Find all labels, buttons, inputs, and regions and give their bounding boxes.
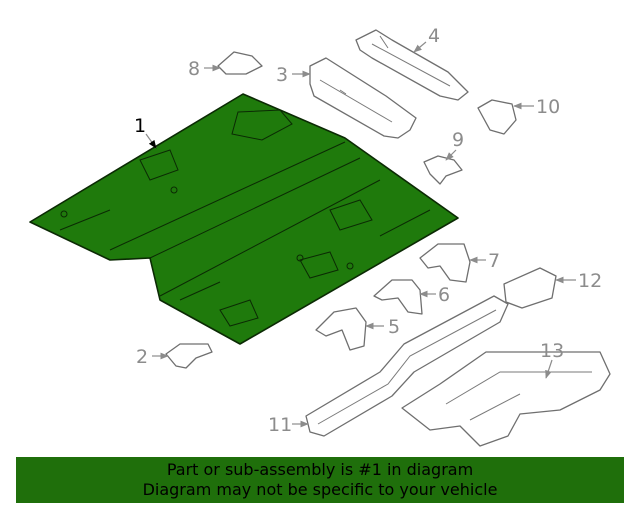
callout-5: 5	[365, 316, 400, 338]
brace-part-5[interactable]	[315, 307, 367, 351]
svg-text:9: 9	[452, 129, 464, 151]
member-part-3[interactable]	[309, 57, 417, 139]
svg-text:10: 10	[536, 96, 560, 118]
svg-text:13: 13	[540, 340, 564, 362]
brace-part-7[interactable]	[419, 243, 471, 283]
svg-text:5: 5	[388, 316, 400, 338]
svg-text:11: 11	[268, 414, 292, 436]
svg-text:1: 1	[134, 115, 146, 137]
banner-line-2: Diagram may not be specific to your vehi…	[142, 480, 498, 499]
callout-12: 12	[555, 270, 602, 292]
svg-text:3: 3	[276, 64, 288, 86]
info-banner: Part or sub-assembly is #1 in diagram Di…	[16, 457, 624, 503]
svg-text:7: 7	[488, 250, 500, 272]
callout-4: 4	[413, 25, 440, 53]
bracket-part-2[interactable]	[165, 343, 213, 369]
bracket-part-8[interactable]	[217, 51, 263, 75]
svg-text:2: 2	[136, 346, 148, 368]
callout-11: 11	[268, 414, 309, 436]
callout-1: 1	[134, 115, 157, 149]
callout-7: 7	[469, 250, 500, 272]
svg-text:12: 12	[578, 270, 602, 292]
banner-line-1: Part or sub-assembly is #1 in diagram	[166, 460, 474, 479]
rear-frame-part-13[interactable]	[401, 351, 611, 447]
callout-8: 8	[188, 58, 221, 80]
callout-6: 6	[419, 284, 450, 306]
callout-3: 3	[276, 64, 311, 86]
svg-text:8: 8	[188, 58, 200, 80]
callout-2: 2	[136, 346, 169, 368]
bracket-part-12[interactable]	[503, 267, 557, 309]
callout-9: 9	[445, 129, 464, 161]
brace-part-6[interactable]	[373, 279, 423, 315]
rail-part-4[interactable]	[355, 29, 469, 101]
parts-diagram: 1 2 3 4 5 6 7 8 9 10 11 12	[29, 25, 611, 447]
bracket-part-9[interactable]	[423, 155, 463, 185]
floor-pan-part-1[interactable]	[29, 93, 459, 345]
svg-text:4: 4	[428, 25, 440, 47]
bracket-part-10[interactable]	[477, 99, 517, 135]
callout-10: 10	[513, 96, 560, 118]
svg-text:6: 6	[438, 284, 450, 306]
callout-13: 13	[540, 340, 564, 379]
side-rail-part-11[interactable]	[305, 295, 509, 437]
